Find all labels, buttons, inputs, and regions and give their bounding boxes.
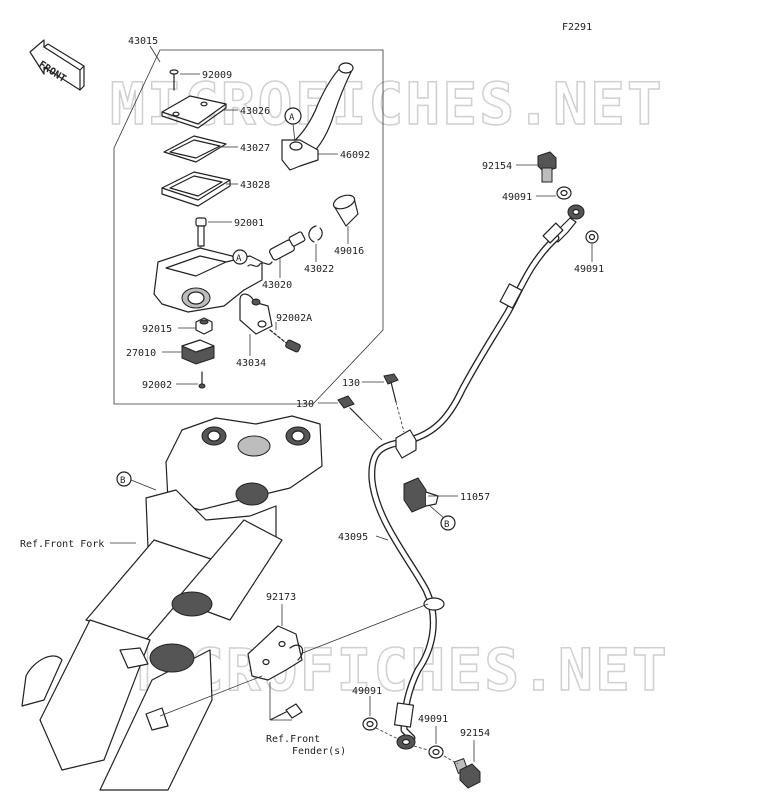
label-92002a: 92002A <box>276 313 312 324</box>
label-49016: 49016 <box>334 246 364 257</box>
screw-92009 <box>169 69 179 91</box>
dust-boot <box>332 194 359 227</box>
label-ref-front-fender-2: Fender(s) <box>292 746 346 757</box>
diaphragm <box>161 171 231 207</box>
bracket-bolt <box>269 703 303 721</box>
banjo-bolt-top <box>537 151 557 183</box>
hose-clamp-11057 <box>395 429 439 513</box>
banjo-bolt-bottom <box>453 758 481 789</box>
label-49091-top-2: 49091 <box>574 264 604 275</box>
master-cylinder-body <box>153 247 263 313</box>
label-43022: 43022 <box>304 264 334 275</box>
label-11057: 11057 <box>460 492 490 503</box>
label-43034: 43034 <box>236 358 266 369</box>
clamp-bolt <box>269 329 301 353</box>
label-92001: 92001 <box>234 218 264 229</box>
label-46092: 46092 <box>340 150 370 161</box>
bolt-92001 <box>195 217 207 264</box>
label-43026: 43026 <box>240 106 270 117</box>
label-49091-bottom-2: 49091 <box>418 714 448 725</box>
banjo-fitting-bottom <box>396 734 416 750</box>
label-27010: 27010 <box>126 348 156 359</box>
label-43020: 43020 <box>262 280 292 291</box>
label-92015: 92015 <box>142 324 172 335</box>
marker-a1: A <box>289 113 295 123</box>
marker-b2: B <box>444 520 449 530</box>
label-43028: 43028 <box>240 180 270 191</box>
label-92173: 92173 <box>266 592 296 603</box>
brake-lever <box>281 62 354 171</box>
banjo-fitting-top <box>551 204 585 243</box>
handlebar-clamp <box>239 293 273 335</box>
piston-kit <box>247 231 306 267</box>
gasket-bottom-1 <box>362 717 378 731</box>
brake-switch <box>181 339 215 365</box>
gasket-top-2 <box>585 230 599 244</box>
marker-b1: B <box>120 476 125 486</box>
label-43027: 43027 <box>240 143 270 154</box>
label-49091-top-1: 49091 <box>502 192 532 203</box>
front-arrow-icon: FRONT <box>29 39 85 91</box>
bolt-130-a <box>383 373 399 403</box>
label-130-a: 130 <box>342 378 360 389</box>
reservoir-cap <box>161 95 227 129</box>
assembly-boundary <box>113 49 384 405</box>
marker-a2: A <box>236 254 242 264</box>
label-92154-bottom: 92154 <box>460 728 490 739</box>
label-49091-bottom-1: 49091 <box>352 686 382 697</box>
label-ref-front-fender-1: Ref.Front <box>266 734 320 745</box>
bolt-130-b <box>337 395 363 421</box>
label-92154-top: 92154 <box>482 161 512 172</box>
label-43015: 43015 <box>128 36 158 47</box>
label-92002: 92002 <box>142 380 172 391</box>
diagram-code: F2291 <box>562 22 592 33</box>
circlip <box>308 225 323 243</box>
washer-92015 <box>195 317 213 335</box>
gasket-bottom-2 <box>428 745 444 759</box>
front-fork <box>21 415 323 791</box>
hose-bracket <box>247 625 304 681</box>
reservoir-plate <box>163 135 227 163</box>
label-ref-front-fork: Ref.Front Fork <box>20 539 104 550</box>
label-92009: 92009 <box>202 70 232 81</box>
gasket-top-1 <box>556 186 572 200</box>
label-130-b: 130 <box>296 399 314 410</box>
label-43095: 43095 <box>338 532 368 543</box>
brake-hose <box>368 222 564 742</box>
screw-92002 <box>198 371 206 389</box>
